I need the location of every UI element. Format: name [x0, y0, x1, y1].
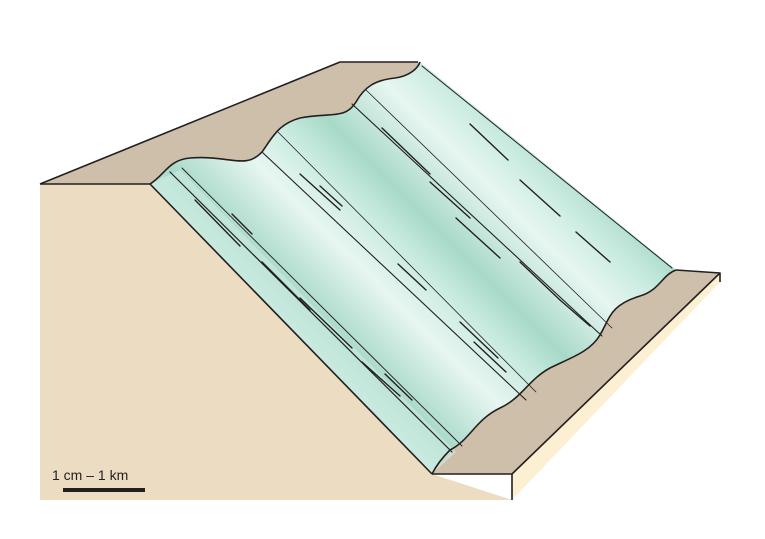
scale-bar: [63, 488, 145, 492]
scale-bar-label: 1 cm – 1 km: [52, 467, 128, 483]
